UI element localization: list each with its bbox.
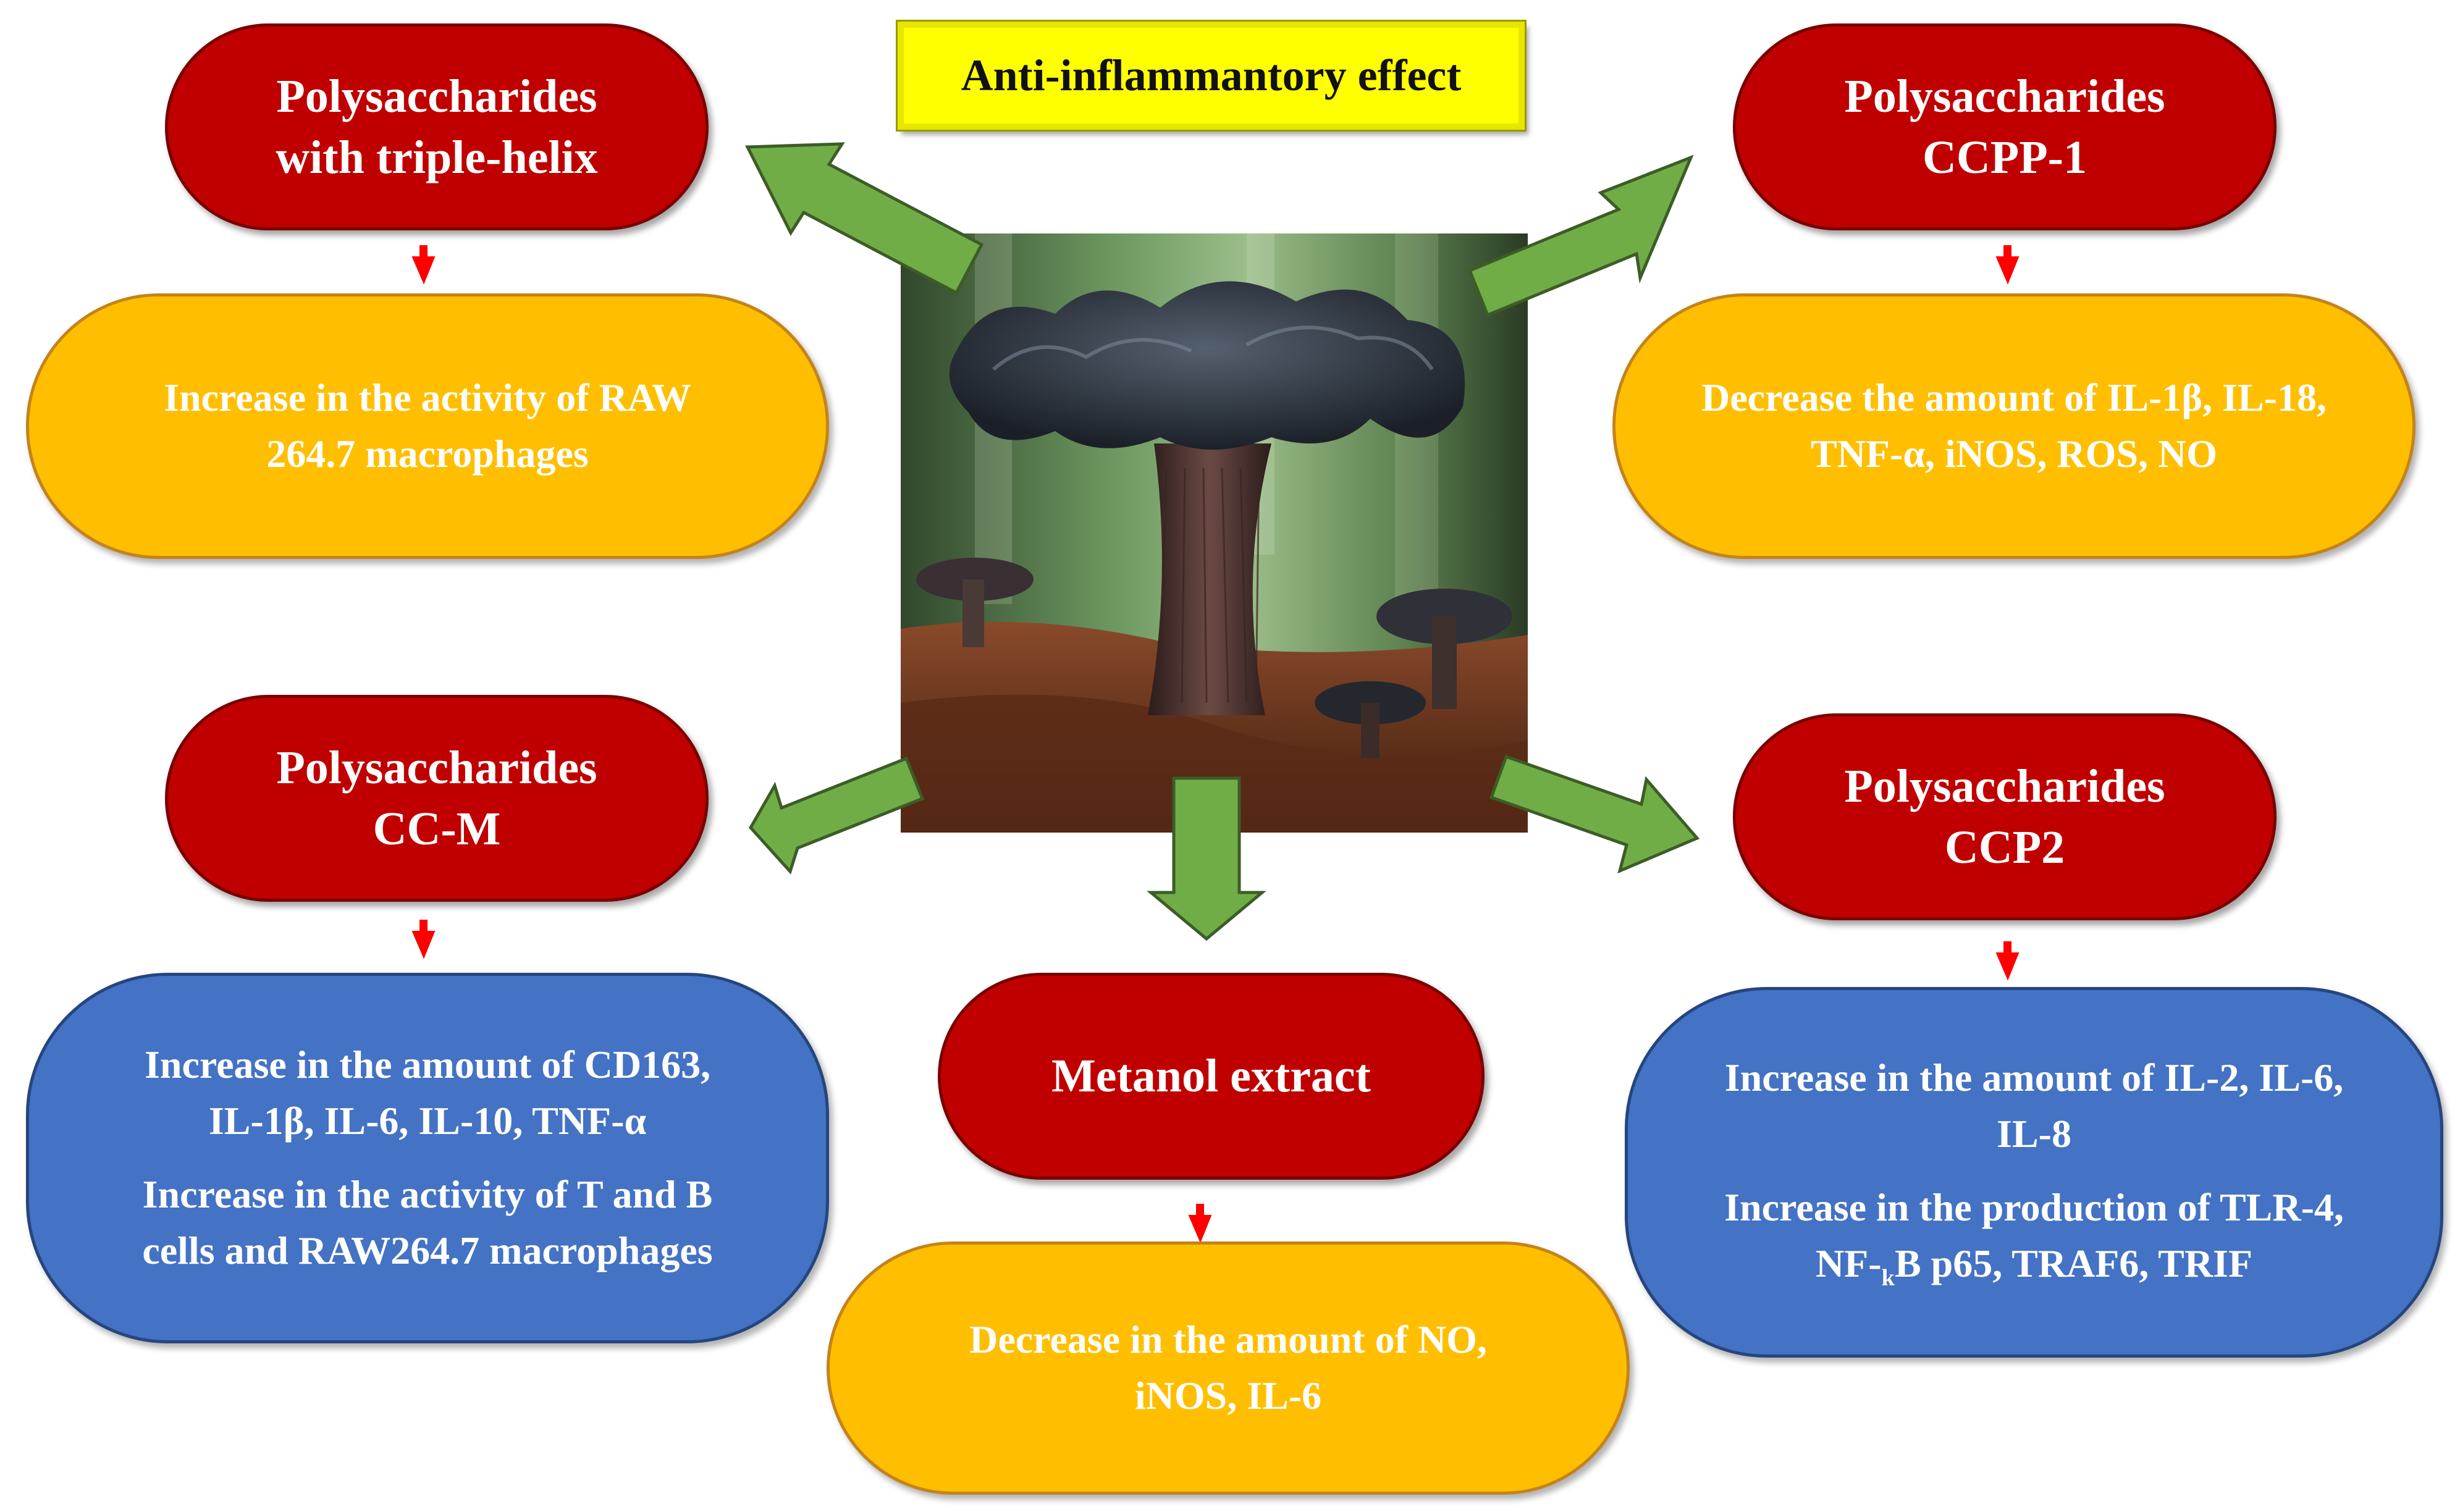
effect-line: iNOS, IL-6	[1134, 1374, 1322, 1418]
red-arrow-ccm	[411, 920, 436, 959]
effect-line: Increase in the activity of T and B	[142, 1172, 713, 1216]
source-line: Polysaccharides	[276, 70, 597, 122]
source-line: Polysaccharides	[1844, 70, 2165, 122]
subscript-k: k	[1881, 1264, 1895, 1291]
source-line: CC-M	[373, 802, 501, 855]
green-arrow-to-ccpp1	[1467, 154, 1694, 317]
source-methanol: Metanol extract	[938, 973, 1485, 1180]
effect-paragraph: Increase in the amount of IL-2, IL-6, IL…	[1725, 1050, 2344, 1162]
effect-ccm: Increase in the amount of CD163, IL-1β, …	[26, 973, 829, 1343]
effect-paragraph: Increase in the activity of T and B cell…	[142, 1167, 712, 1279]
source-line: Polysaccharides	[1844, 760, 2165, 812]
effect-line: 264.7 macrophages	[266, 432, 589, 476]
source-line: with triple-helix	[276, 131, 598, 183]
red-arrow-ccp2	[1995, 941, 2020, 981]
effect-line: Decrease in the amount of NO,	[969, 1317, 1487, 1362]
effect-line: Increase in the amount of IL-2, IL-6,	[1724, 1056, 2344, 1100]
effect-line: NF-kB p65, TRAF6, TRIF	[1724, 1236, 2344, 1295]
effect-paragraph: Increase in the amount of CD163, IL-1β, …	[145, 1037, 710, 1149]
source-line: Polysaccharides	[276, 741, 597, 794]
source-line: CCPP-1	[1923, 131, 2087, 183]
mushroom-image	[901, 233, 1528, 833]
title-text: Anti-inflammantory effect	[961, 51, 1462, 100]
effect-line: Decrease the amount of IL-1β, IL-18,	[1701, 376, 2327, 420]
effect-line: IL-8	[1997, 1111, 2071, 1156]
effect-line: TNF-α, iNOS, ROS, NO	[1811, 432, 2217, 476]
effect-ccpp1: Decrease the amount of IL-1β, IL-18, TNF…	[1612, 293, 2416, 559]
effect-methanol: Decrease in the amount of NO, iNOS, IL-6	[827, 1241, 1630, 1495]
green-arrow-to-ccp2	[1489, 754, 1700, 874]
green-arrow-to-triple-helix	[745, 142, 984, 295]
source-line: Metanol extract	[1051, 1050, 1371, 1102]
effect-text: NF-	[1815, 1241, 1882, 1285]
source-ccm: Polysaccharides CC-M	[165, 695, 709, 902]
effect-line: Increase in the activity of RAW	[164, 376, 691, 420]
effect-triple-helix: Increase in the activity of RAW 264.7 ma…	[26, 293, 829, 559]
red-arrow-triple-helix	[411, 245, 436, 285]
effect-line: IL-1β, IL-6, IL-10, TNF-α	[208, 1099, 647, 1143]
source-ccp2: Polysaccharides CCP2	[1733, 713, 2277, 920]
effect-paragraph: Increase in the production of TLR-4, NF-…	[1724, 1180, 2344, 1295]
red-arrow-ccpp1	[1995, 245, 2020, 285]
effect-line: cells and RAW264.7 macrophages	[142, 1228, 713, 1272]
source-ccpp1: Polysaccharides CCPP-1	[1733, 23, 2277, 230]
diagram-title: Anti-inflammantory effect	[896, 20, 1527, 132]
effect-ccp2: Increase in the amount of IL-2, IL-6, IL…	[1625, 987, 2443, 1358]
effect-line: Increase in the production of TLR-4,	[1724, 1185, 2344, 1229]
red-arrow-methanol	[1188, 1204, 1212, 1243]
source-line: CCP2	[1944, 821, 2065, 873]
green-arrow-down-to-methanol	[1147, 776, 1266, 941]
source-triple-helix: Polysaccharides with triple-helix	[165, 23, 709, 230]
effect-text: B p65, TRAF6, TRIF	[1894, 1241, 2253, 1285]
green-arrow-to-ccm	[748, 756, 925, 875]
effect-line: Increase in the amount of CD163,	[144, 1043, 711, 1087]
